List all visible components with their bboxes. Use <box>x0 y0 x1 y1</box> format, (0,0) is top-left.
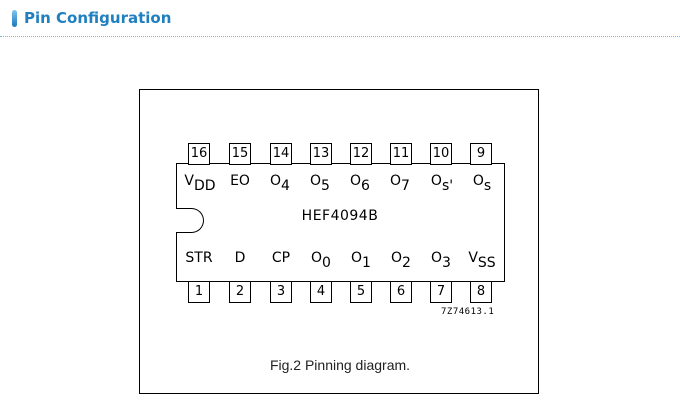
pin-label-main: CP <box>271 250 291 266</box>
pin-label-13: O5 <box>310 173 330 193</box>
pin-label-main: O <box>310 173 322 189</box>
section-header: Pin Configuration <box>0 0 680 38</box>
header-bar-icon <box>12 10 17 27</box>
pin-label-sub: 2 <box>402 255 411 271</box>
pin-box-15: 15 <box>229 143 251 165</box>
figure-caption: Fig.2 Pinning diagram. <box>269 357 411 373</box>
pin-label-main: D <box>234 250 246 266</box>
pin-box-11: 11 <box>390 143 412 165</box>
pin-label-8: VSS <box>468 250 495 270</box>
pin-box-14: 14 <box>270 143 292 165</box>
pin-label-sub: 6 <box>361 178 370 194</box>
pin-label-sub: 5 <box>321 178 330 194</box>
pin-box-12: 12 <box>350 143 372 165</box>
section-title: Pin Configuration <box>24 9 172 27</box>
pin-box-6: 6 <box>390 281 412 303</box>
pin-box-3: 3 <box>270 281 292 303</box>
pin-label-1: STR <box>185 250 212 266</box>
pin-label-sub: SS <box>477 255 496 271</box>
drawing-reference-code: 7Z74613.1 <box>441 307 495 317</box>
pin-box-10: 10 <box>430 143 452 165</box>
pin-label-main: O <box>472 173 484 189</box>
pin-label-main: EO <box>230 173 250 189</box>
pin-label-16: VDD <box>184 173 215 193</box>
pin-label-main: O <box>311 250 323 266</box>
pin-label-10: Os' <box>430 173 453 193</box>
pin-label-sub: 1 <box>362 255 371 271</box>
ic-orientation-notch <box>176 208 204 233</box>
pin-label-main: O <box>270 173 282 189</box>
pin-label-3: CP <box>272 250 290 266</box>
pin-label-sub: s' <box>441 178 454 194</box>
pin-box-16: 16 <box>188 143 210 165</box>
pin-box-8: 8 <box>470 281 492 303</box>
pin-label-sub: 3 <box>442 255 451 271</box>
pin-label-9: Os <box>472 173 491 193</box>
pin-label-sub: 7 <box>401 178 410 194</box>
pin-label-main: O <box>430 173 442 189</box>
pin-label-main: O <box>431 250 443 266</box>
pin-box-1: 1 <box>188 281 210 303</box>
diagram-frame <box>139 89 539 394</box>
pin-label-main: V <box>184 173 195 189</box>
pin-label-main: O <box>390 173 402 189</box>
pin-label-14: O4 <box>270 173 290 193</box>
pin-box-9: 9 <box>470 143 492 165</box>
pin-label-sub: 0 <box>322 255 331 271</box>
pin-label-main: O <box>391 250 403 266</box>
pin-label-main: STR <box>185 250 213 266</box>
pin-label-2: D <box>235 250 246 266</box>
pin-label-sub: s <box>483 178 492 194</box>
pin-label-5: O1 <box>351 250 371 270</box>
pin-label-11: O7 <box>390 173 410 193</box>
pin-label-main: O <box>350 173 362 189</box>
part-number: HEF4094B <box>301 208 379 224</box>
pin-label-7: O3 <box>431 250 451 270</box>
pin-label-main: V <box>468 250 478 266</box>
pin-box-4: 4 <box>310 281 332 303</box>
pin-box-7: 7 <box>430 281 452 303</box>
pin-box-5: 5 <box>350 281 372 303</box>
header-divider <box>0 36 680 37</box>
pin-label-4: O0 <box>311 250 331 270</box>
pin-label-sub: DD <box>194 178 216 194</box>
pin-label-12: O6 <box>350 173 370 193</box>
pin-label-sub: 4 <box>281 178 290 194</box>
pin-box-13: 13 <box>310 143 332 165</box>
pin-label-15: EO <box>230 173 250 189</box>
pin-label-6: O2 <box>391 250 411 270</box>
ic-package-body <box>176 163 505 282</box>
pin-box-2: 2 <box>229 281 251 303</box>
pin-label-main: O <box>351 250 363 266</box>
